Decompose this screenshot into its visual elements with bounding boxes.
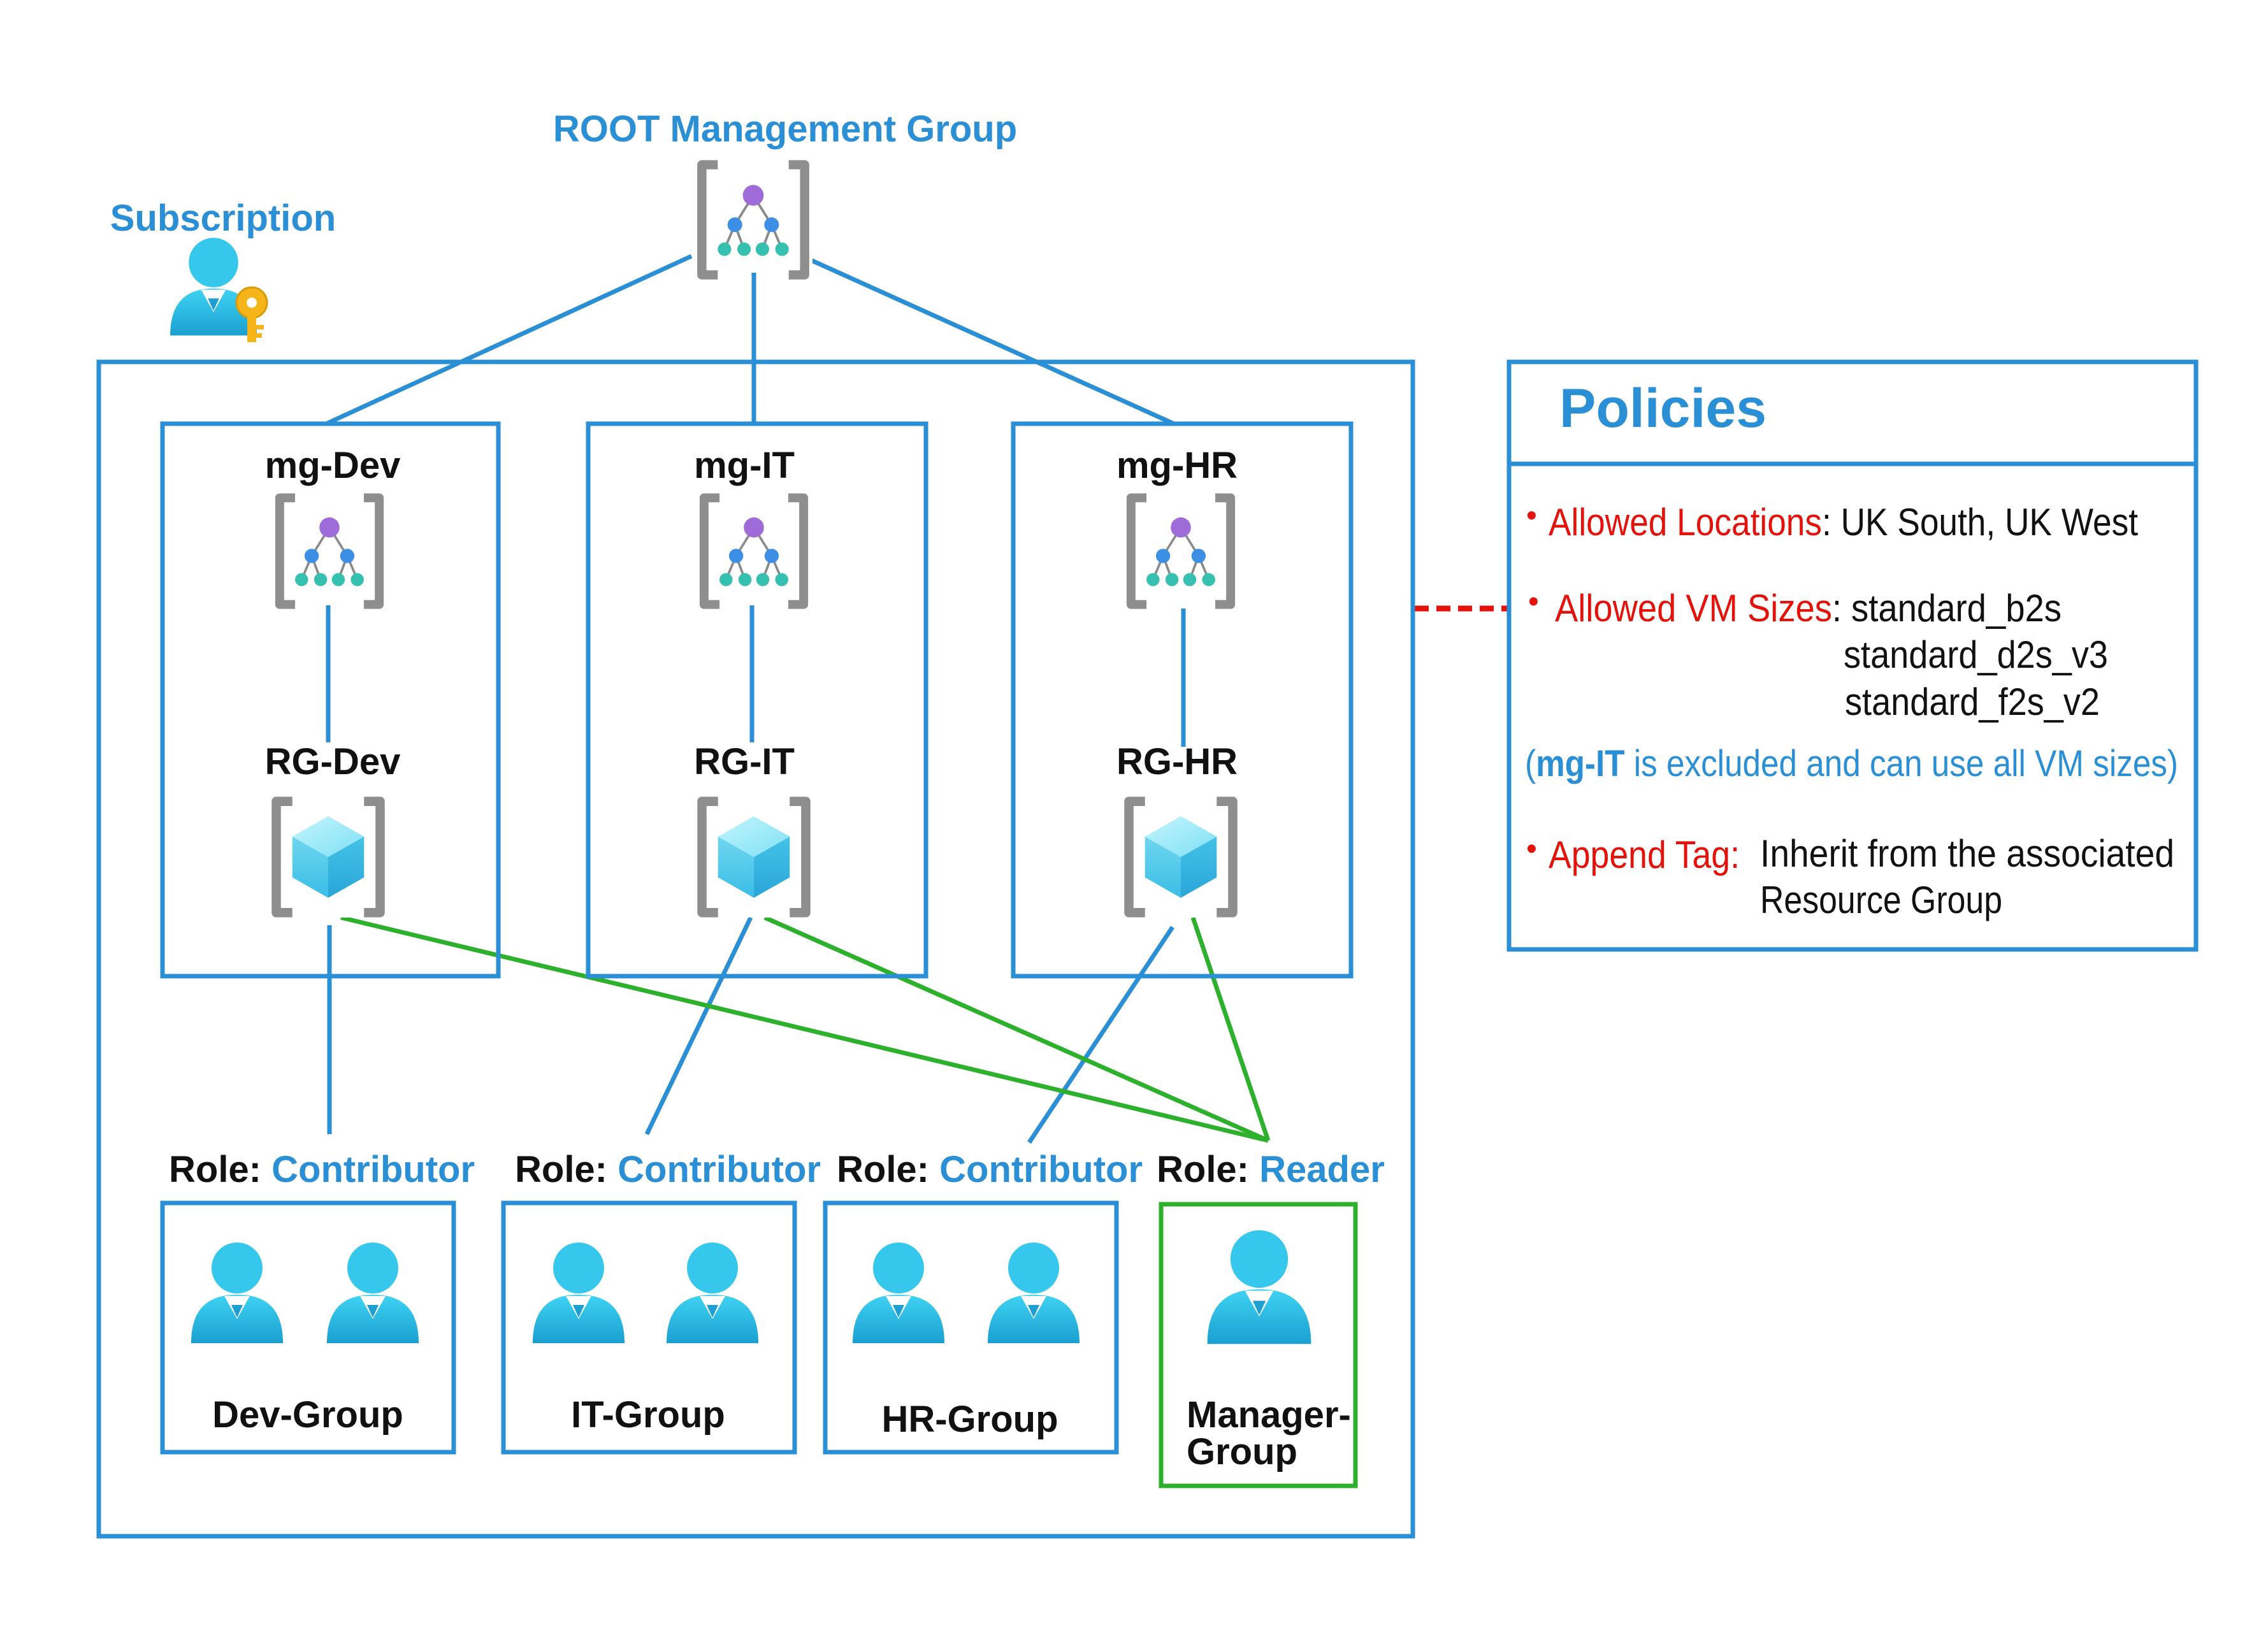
person-icon (667, 1242, 758, 1343)
vm-size-f2s-v2: standard_f2s_v2 (1845, 681, 2100, 723)
rg-hr-label: RG-HR (1116, 741, 1238, 782)
rg-dev-resource-group-icon (266, 796, 394, 918)
person-icon (533, 1242, 625, 1343)
subscription-label: Subscription (110, 198, 336, 239)
vm-size-d2s-v3: standard_d2s_v3 (1844, 633, 2108, 676)
rg-hr-to-hr-contributor-line (1027, 926, 1174, 1144)
hr-group-label: HR-Group (881, 1399, 1058, 1440)
root-label: ROOT Management Group (553, 108, 1017, 150)
person-icon (853, 1242, 944, 1343)
rg-dev-to-reader-line (340, 915, 1269, 1143)
rg-dev-label: RG-Dev (265, 741, 401, 782)
it-group-label: IT-Group (571, 1394, 725, 1436)
root-to-mg-dev-line (325, 254, 693, 426)
policies-title: Policies (1559, 378, 1766, 439)
mg-dev-box: mg-Dev RG-Dev (160, 421, 501, 979)
subscription-key-icon (170, 238, 268, 342)
bullet: • (1526, 499, 1537, 533)
append-tag-value-line1: Inherit from the associated (1760, 832, 2174, 875)
mg-hr-management-group-icon (1118, 494, 1246, 605)
role-label-hr: Role: Contributor (837, 1149, 1143, 1190)
append-tag-value-line2: Resource Group (1760, 879, 2002, 921)
mg-hr-label: mg-HR (1116, 445, 1238, 486)
subscription-frame (96, 359, 1415, 1539)
rg-it-to-it-contributor-line (644, 916, 753, 1135)
person-icon (327, 1242, 419, 1343)
rg-it-resource-group-icon (691, 796, 819, 918)
mg-it-management-group-icon (691, 494, 819, 605)
vm-size-b2s: standard_b2s (1851, 587, 2062, 630)
hr-group-box: HR-Group (823, 1200, 1119, 1455)
mg-dev-management-group-icon (268, 494, 395, 605)
manager-group-box: Manager- Group (1159, 1202, 1361, 1488)
manager-group-label: Manager- Group (1187, 1394, 1361, 1473)
append-tag-label: Append Tag: (1549, 833, 1740, 876)
allowed-vm-sizes-label: Allowed VM Sizes: (1555, 587, 1842, 630)
rg-hr-resource-group-icon (1118, 796, 1246, 918)
connector-lines (325, 254, 1507, 1144)
mg-it-box: mg-IT RG-IT (586, 421, 928, 979)
root-management-group-icon (698, 152, 813, 275)
mg-dev-label: mg-Dev (265, 445, 401, 486)
allowed-locations-line: Allowed Locations: UK South, UK West (1549, 501, 2138, 544)
role-label-it: Role: Contributor (515, 1149, 821, 1190)
root-to-mg-hr-line (809, 257, 1175, 426)
mg-it-exclusion-note: (mg-IT is excluded and can use all VM si… (1525, 743, 2178, 784)
bullet: • (1528, 585, 1539, 619)
it-group-box: IT-Group (501, 1200, 797, 1455)
role-label-dev: Role: Contributor (169, 1149, 475, 1190)
dev-group-box: Dev-Group (160, 1200, 456, 1455)
rg-hr-to-reader-line (1190, 916, 1271, 1142)
role-label-manager: Role: Reader (1157, 1149, 1385, 1190)
policies-panel: Policies • Allowed Locations: UK South, … (1506, 359, 2199, 952)
mg-hr-box: mg-HR RG-HR (1011, 421, 1354, 979)
person-icon (191, 1242, 283, 1343)
rg-it-label: RG-IT (694, 741, 795, 782)
mg-it-label: mg-IT (694, 445, 795, 486)
bullet: • (1526, 832, 1537, 866)
person-icon (1207, 1230, 1311, 1344)
rg-it-to-reader-line (763, 915, 1269, 1143)
dev-group-label: Dev-Group (212, 1394, 403, 1436)
person-icon (988, 1242, 1080, 1343)
